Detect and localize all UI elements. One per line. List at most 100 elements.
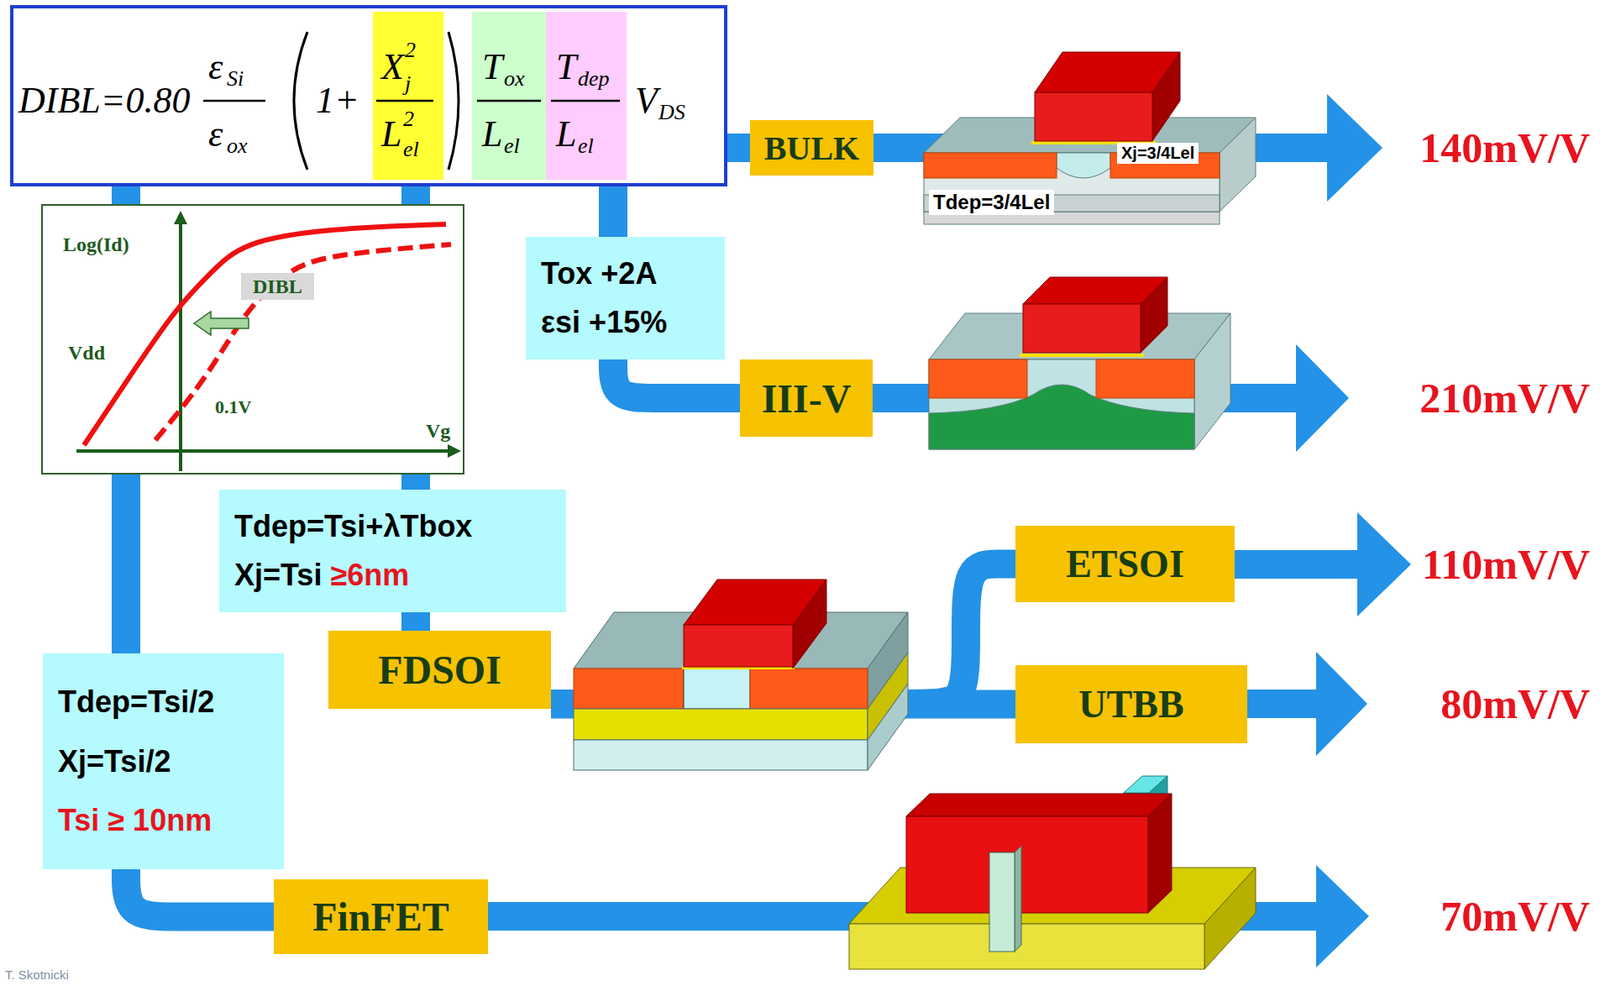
dibl-value: 110mV/V — [1421, 539, 1590, 590]
condition-box: Tdep=Tsi+λTboxXj=Tsi≥6nm — [219, 489, 567, 613]
gate-front — [683, 624, 793, 667]
flow-pipe — [125, 869, 274, 918]
flow-pipe — [727, 133, 751, 163]
gate-top — [906, 793, 1172, 817]
condition-text: Tdep=Tsi+λTbox — [234, 508, 473, 544]
base-front — [849, 923, 1205, 970]
formula-term: T — [556, 45, 577, 90]
parenthesis — [448, 31, 459, 170]
parenthesis — [293, 31, 308, 170]
formula-term: L — [556, 112, 577, 158]
fraction-bar — [376, 99, 434, 103]
formula-term: ε — [208, 45, 223, 90]
term-highlight — [472, 11, 546, 180]
condition-line: Tox +2A — [540, 256, 657, 292]
condition-line: Tdep=Tsi+λTbox — [234, 508, 473, 545]
condition-text: Xj=Tsi — [234, 557, 322, 593]
technology-box: FinFET — [273, 879, 488, 955]
condition-text: Tox +2A — [540, 256, 657, 291]
flow-pipe — [613, 359, 740, 399]
formula-term: L — [381, 112, 402, 158]
flow-pipe — [598, 186, 628, 237]
iii-v-device — [928, 277, 1231, 450]
condition-line: εsi +15% — [540, 304, 667, 341]
technology-name: III-V — [761, 375, 852, 422]
base-side — [1204, 867, 1256, 970]
drain-region — [750, 668, 868, 709]
formula-term: Si — [226, 65, 244, 92]
result-arrowhead — [1295, 344, 1349, 452]
formula-term: ox — [503, 65, 525, 92]
graph-label: Vg — [425, 419, 451, 444]
graph-label: Log(Id) — [62, 232, 130, 258]
graph-label: Vdd — [68, 340, 105, 366]
flow-pipe — [401, 612, 431, 631]
condition-line: Tsi ≥ 10nm — [57, 802, 212, 839]
fraction-bar — [203, 99, 266, 103]
dimension-label: Tdep=3/4Lel — [928, 189, 1055, 216]
axis-arrowhead — [173, 210, 188, 225]
bulk-device — [923, 52, 1256, 225]
fraction-bar — [477, 99, 541, 103]
fdsoi-device — [573, 579, 908, 771]
formula-term: V — [634, 78, 658, 124]
gate-side — [1148, 793, 1172, 913]
technology-name: FinFET — [312, 893, 450, 940]
condition-box: Tox +2A εsi +15% — [525, 236, 725, 360]
term-highlight — [545, 11, 627, 180]
result-pipe — [1234, 550, 1359, 579]
formula-term: el — [403, 136, 420, 163]
formula-term: el — [577, 132, 594, 159]
id-curve-low-vds — [155, 244, 452, 441]
formula-term: 1+ — [315, 78, 360, 124]
formula-term: T — [482, 45, 503, 90]
x-axis — [76, 449, 450, 453]
technology-box: BULK — [750, 120, 874, 176]
source-region — [923, 152, 1057, 179]
condition-line: Xj=Tsi≥6nm — [234, 557, 410, 593]
condition-text: εsi +15% — [540, 304, 667, 340]
gate-front — [1034, 92, 1153, 142]
condition-line: Xj=Tsi/2 — [57, 744, 171, 780]
flow-pipe — [401, 474, 431, 490]
source-region — [573, 668, 684, 709]
formula-term: dep — [577, 65, 610, 92]
fraction-bar — [550, 99, 620, 103]
term-highlight — [372, 11, 444, 180]
technology-box: FDSOI — [328, 630, 551, 709]
dibl-value: 210mV/V — [1419, 372, 1590, 424]
technology-name: UTBB — [1078, 681, 1184, 727]
condition-text: ≥6nm — [330, 557, 410, 593]
slab-side — [1194, 313, 1231, 450]
gate-side — [1140, 277, 1168, 353]
condition-text: Tdep=Tsi/2 — [57, 684, 215, 719]
dibl-value: 80mV/V — [1440, 678, 1590, 730]
technology-name: ETSOI — [1065, 541, 1185, 587]
result-arrowhead — [1327, 94, 1383, 202]
result-pipe — [1247, 689, 1318, 719]
slab-side — [1219, 117, 1256, 212]
gate-front — [1022, 304, 1141, 353]
condition-text: Tsi ≥ 10nm — [57, 802, 212, 838]
fin-front-side — [1014, 845, 1022, 952]
axis-arrowhead — [447, 444, 462, 458]
condition-line: Tdep=Tsi/2 — [57, 684, 215, 720]
substrate-side — [867, 683, 908, 771]
gate-side — [1152, 52, 1181, 142]
formula-term: ε — [208, 112, 223, 158]
condition-text: Xj=Tsi/2 — [57, 744, 171, 779]
dibl-value: 70mV/V — [1440, 891, 1590, 942]
formula-term: L — [482, 112, 503, 158]
y-axis — [178, 222, 183, 472]
formula-term: 2 — [404, 36, 416, 63]
condition-box: Tdep=Tsi/2Xj=Tsi/2Tsi ≥ 10nm — [42, 653, 284, 870]
formula-term: DIBL=0.80 — [18, 78, 190, 124]
gate-side — [792, 579, 827, 669]
formula-term: 2 — [403, 105, 415, 132]
fin-front — [989, 852, 1015, 952]
id-curve-high-vds — [83, 224, 446, 446]
gate-front — [906, 816, 1149, 913]
technology-box: ETSOI — [1015, 525, 1235, 603]
drain-region — [1096, 359, 1195, 399]
